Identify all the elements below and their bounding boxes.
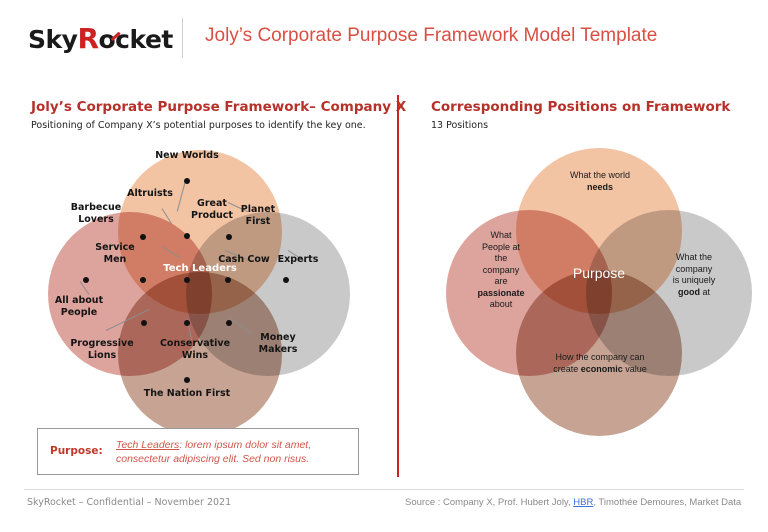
hbr-link[interactable]: HBR xyxy=(573,497,594,508)
footer-confidential-text: SkyRocket – Confidential – November 2021 xyxy=(27,497,232,508)
position-dot-new-worlds xyxy=(184,178,190,184)
right-panel-subtitle: 13 Positions xyxy=(431,120,489,131)
framework-label-good-at-line2: company xyxy=(675,263,713,274)
framework-label-purpose-center: Purpose xyxy=(572,265,626,281)
position-dot-altruists xyxy=(140,234,146,240)
label-service-men-line1: Service xyxy=(95,242,135,253)
purpose-statement: Tech Leaders: lorem ipsum dolor sit amet… xyxy=(116,438,354,466)
logo-text-ocket: ocket xyxy=(98,25,174,54)
framework-venn-diagram: What the world needs What People at the … xyxy=(440,148,752,436)
right-panel-title: Corresponding Positions on Framework xyxy=(431,99,731,115)
purpose-rest-line1: : lorem ipsum dolor sit amet, xyxy=(179,439,312,451)
label-nation-first: The Nation First xyxy=(143,388,231,399)
label-altruists: Altruists xyxy=(127,188,173,199)
position-dot-all-about-people xyxy=(83,277,89,283)
page-header: SkyRocket Joly’s Corporate Purpose Frame… xyxy=(0,0,768,76)
label-tech-leaders-center: Tech Leaders xyxy=(163,263,237,274)
footer-divider xyxy=(24,489,744,490)
label-progressive-lions-line2: Lions xyxy=(87,350,117,361)
venn-circle-bottom xyxy=(118,272,282,436)
framework-label-economic-line1: How the company can xyxy=(555,352,645,362)
framework-label-passionate-line1: What xyxy=(490,230,512,240)
framework-label-passionate-line3: the xyxy=(494,253,508,263)
framework-label-passionate-line5: are xyxy=(494,276,508,286)
label-progressive-lions-line1: Progressive xyxy=(70,338,134,349)
framework-label-good-at: What the company is uniquely good at xyxy=(652,252,736,298)
position-dot-tech-leaders xyxy=(184,277,190,283)
label-new-worlds: New Worlds xyxy=(155,150,219,161)
purpose-label: Purpose: xyxy=(50,445,103,457)
header-divider xyxy=(182,18,183,58)
position-dot-progressive-lions xyxy=(141,320,147,326)
label-conservative-wins-line1: Conservative xyxy=(159,338,231,349)
framework-label-passionate-line4: company xyxy=(482,264,520,275)
framework-label-needs: What the world needs xyxy=(544,170,656,193)
label-all-about-people-line1: All about xyxy=(54,295,104,306)
page-title: Joly’s Corporate Purpose Framework Model… xyxy=(205,25,658,46)
company-x-venn-diagram: New Worlds Altruists Barbecue Lovers Gre… xyxy=(40,150,370,436)
position-dot-experts xyxy=(283,277,289,283)
panel-divider xyxy=(397,95,399,477)
framework-label-needs-line2: needs xyxy=(586,181,613,192)
footer-source-prefix: Source : Company X, Prof. Hubert Joly, xyxy=(405,497,574,508)
position-dot-great-product xyxy=(184,233,190,239)
framework-label-economic-line2a: create xyxy=(553,363,581,374)
framework-label-passionate-line2: People at xyxy=(481,241,521,252)
label-barbecue-lovers-line1: Barbecue xyxy=(70,202,122,213)
label-planet-first-line2: First xyxy=(245,216,271,227)
logo-text-r: R xyxy=(77,22,99,55)
left-panel-subtitle: Positioning of Company X’s potential pur… xyxy=(31,120,366,131)
label-all-about-people-line2: People xyxy=(60,307,98,318)
framework-label-passionate-line7: about xyxy=(489,299,513,309)
label-great-product-line2: Product xyxy=(191,210,233,221)
framework-label-good-at-line1: What the xyxy=(675,252,713,262)
position-dot-money-makers xyxy=(226,320,232,326)
label-service-men-line2: Men xyxy=(103,254,127,265)
label-experts: Experts xyxy=(277,254,319,265)
framework-label-economic-line2b: economic xyxy=(580,363,623,374)
footer-source-suffix: , Timothée Demoures, Market Data xyxy=(593,497,742,508)
position-dot-nation-first xyxy=(184,377,190,383)
purpose-callout-box: Purpose: Tech Leaders: lorem ipsum dolor… xyxy=(37,428,359,475)
position-dot-cash-cow xyxy=(225,277,231,283)
framework-label-economic: How the company can create economic valu… xyxy=(534,352,666,375)
label-conservative-wins-line2: Wins xyxy=(181,350,209,361)
framework-label-good-at-line4b: at xyxy=(699,286,710,297)
position-dot-service-men xyxy=(140,277,146,283)
framework-label-passionate-line6: passionate xyxy=(477,287,525,298)
left-panel-title: Joly’s Corporate Purpose Framework– Comp… xyxy=(31,99,407,115)
label-planet-first-line1: Planet xyxy=(240,204,276,215)
position-dot-planet-first xyxy=(226,234,232,240)
framework-label-needs-line1: What the world xyxy=(569,170,631,180)
purpose-rest-line2: consectetur adipiscing elit. Sed non ris… xyxy=(116,453,310,465)
framework-label-passionate: What People at the company are passionat… xyxy=(462,230,540,311)
label-great-product-line1: Great xyxy=(197,198,227,209)
framework-label-economic-line2c: value xyxy=(622,363,647,374)
label-money-makers-line2: Makers xyxy=(258,344,298,355)
label-money-makers-line1: Money xyxy=(260,332,296,343)
label-barbecue-lovers-line2: Lovers xyxy=(78,214,114,225)
logo-text-sky: Sky xyxy=(28,25,78,54)
framework-circle-economic xyxy=(516,270,682,436)
skyrocket-logo: SkyRocket xyxy=(28,22,173,55)
framework-label-good-at-line4a: good xyxy=(677,286,700,297)
purpose-highlight: Tech Leaders xyxy=(116,439,180,451)
label-cash-cow: Cash Cow xyxy=(218,254,270,265)
footer-source-text: Source : Company X, Prof. Hubert Joly, H… xyxy=(405,497,741,508)
position-dot-conservative-wins xyxy=(184,320,190,326)
framework-label-good-at-line3: is uniquely xyxy=(672,275,716,285)
